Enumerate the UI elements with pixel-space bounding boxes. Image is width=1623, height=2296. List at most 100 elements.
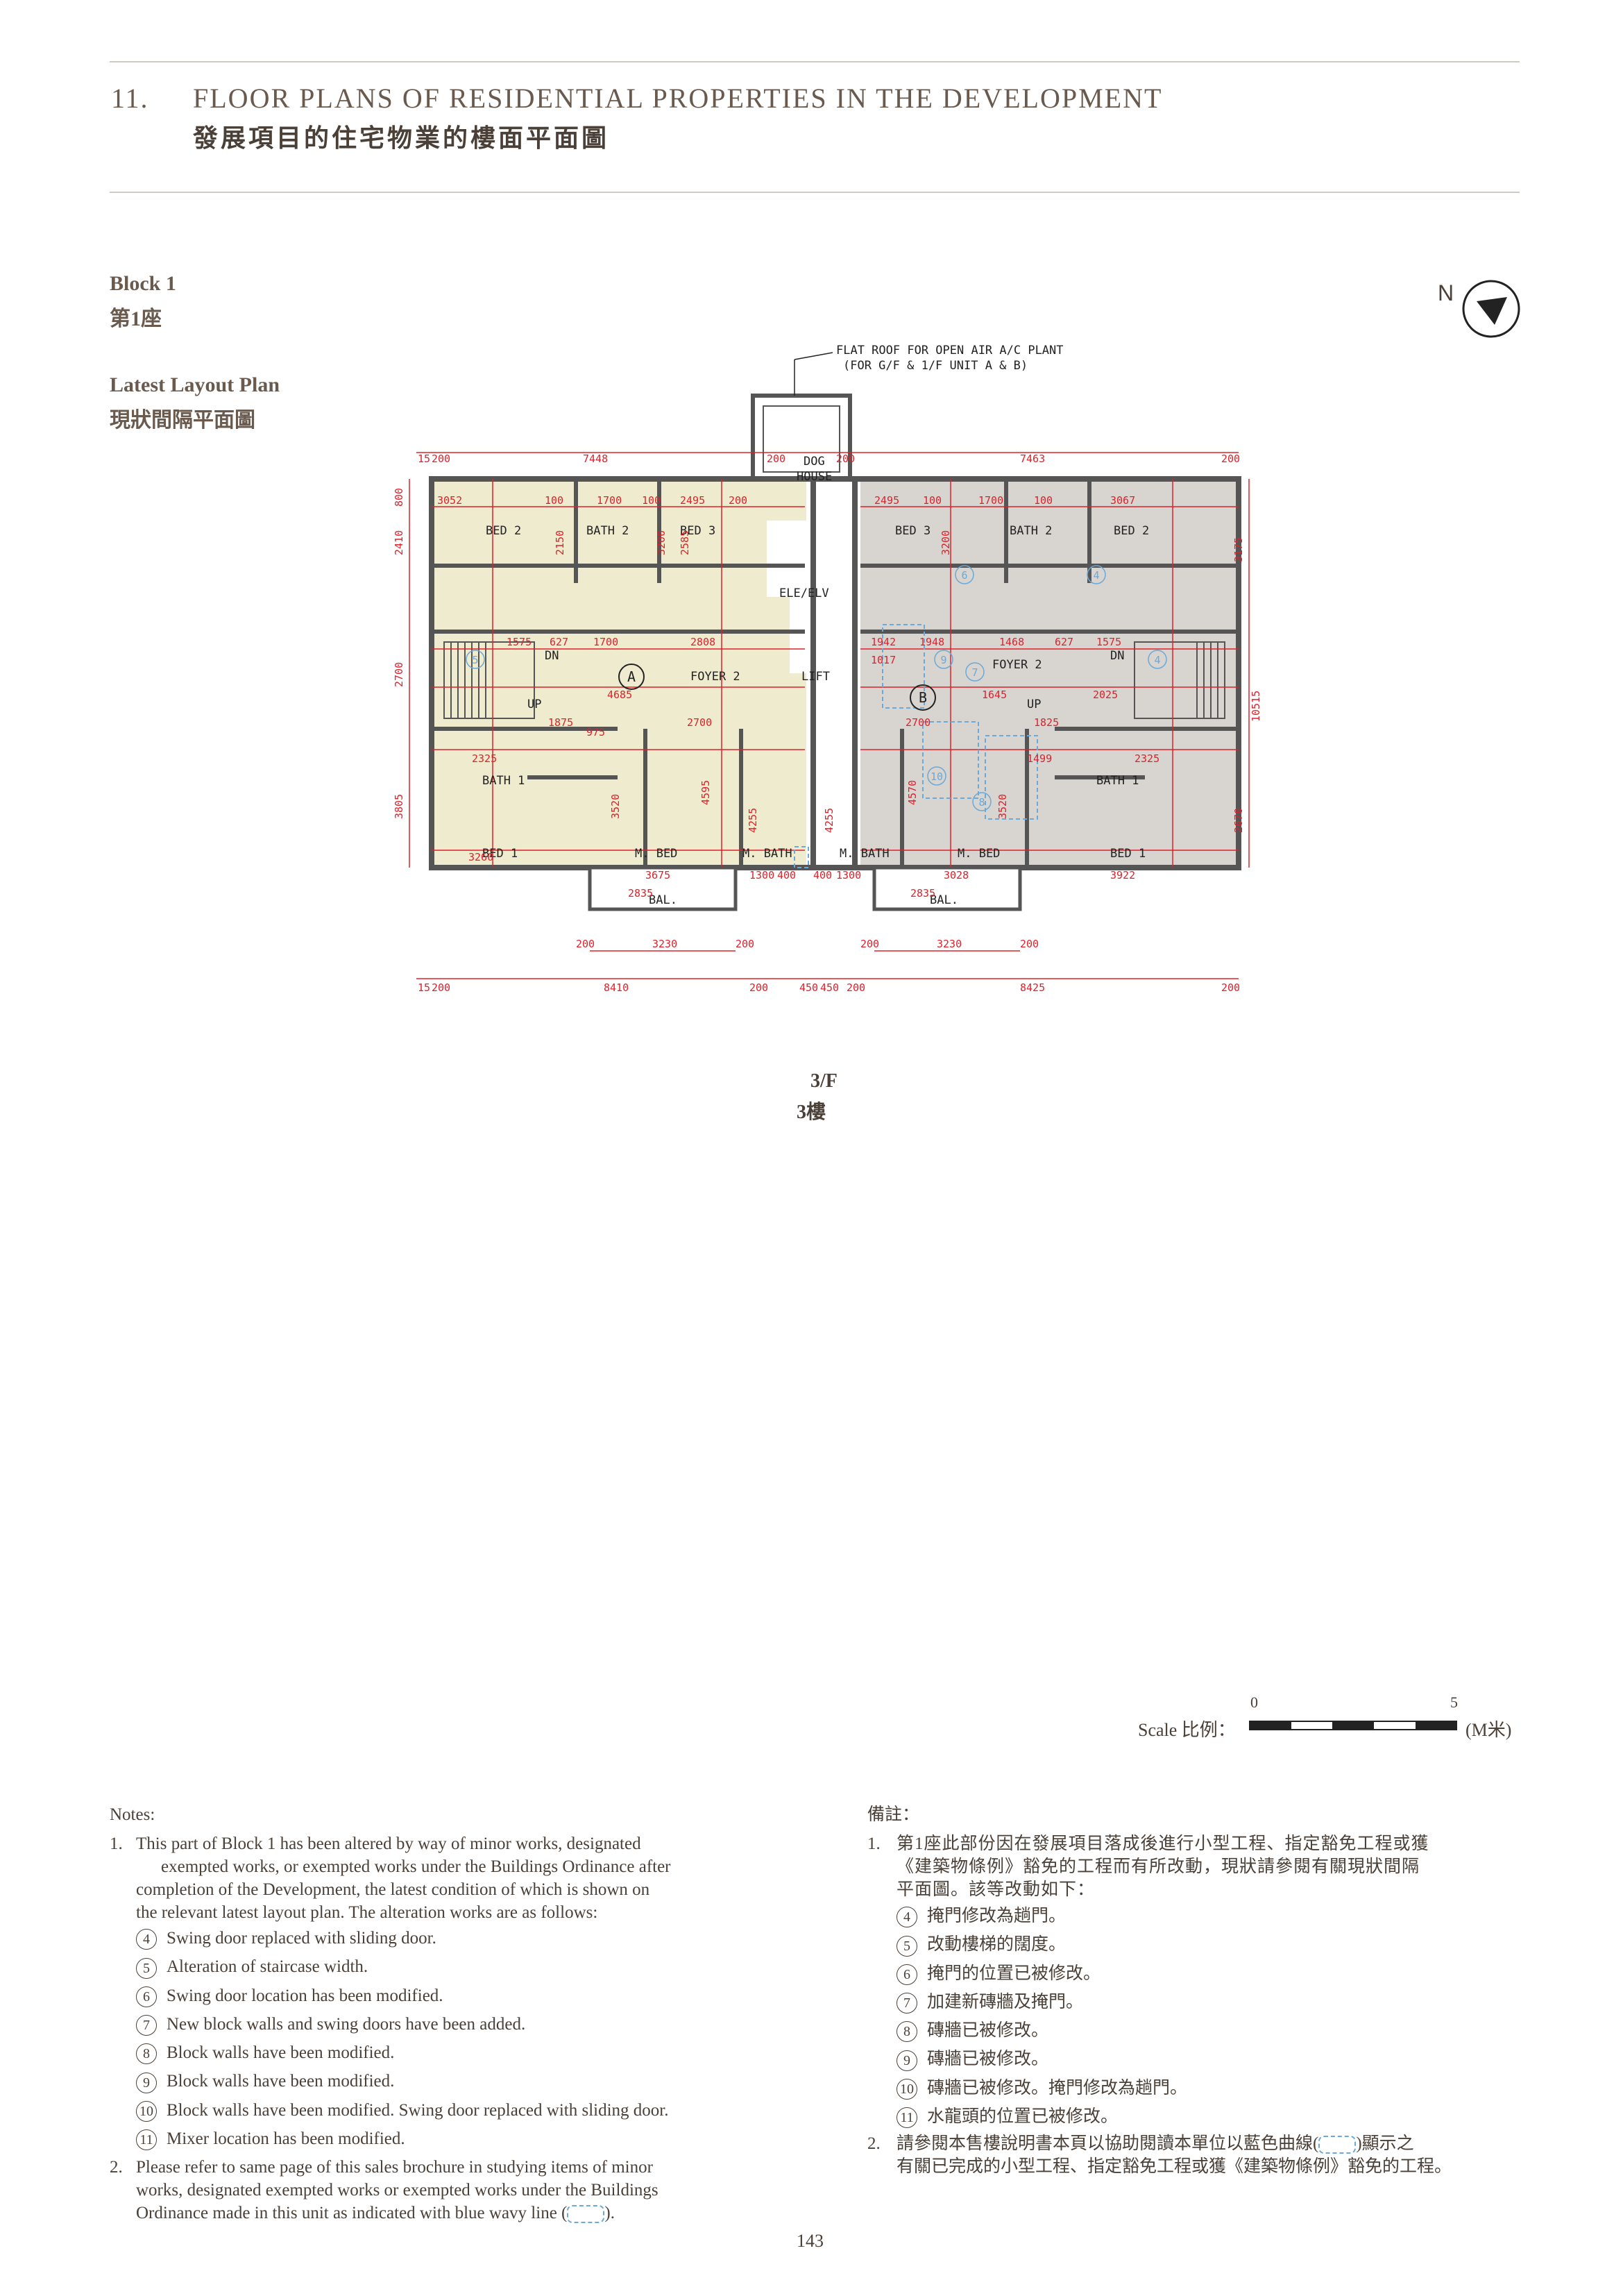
item-number: 4 [136,1929,157,1950]
dim-text: 1942 [871,636,896,648]
room-label: BAL. [930,893,958,907]
flat-roof-note-2: (FOR G/F & 1/F UNIT A & B) [843,359,1028,373]
wavy-line-icon [567,2205,605,2224]
item-number: 8 [897,2021,917,2043]
note-line: completion of the Development, the lates… [136,1880,650,1899]
dim-text: 7448 [583,453,608,465]
note-line: 請參閱本售樓說明書本頁以協助閱讀本單位以藍色曲線( [897,2134,1319,2153]
item-number: 8 [136,2043,157,2065]
dim-text: 1700 [593,636,618,648]
top-rule [110,61,1520,62]
item-number: 7 [897,1993,917,2014]
item-number: 9 [897,2050,917,2071]
dim-text: 627 [550,636,568,648]
dim-text: 7463 [1020,453,1045,465]
dim-text: 100 [1034,494,1053,507]
room-label: M. BATH [840,847,890,861]
dim-text: 2495 [874,494,899,507]
dim-text: 15 [418,981,430,994]
dim-text: 8425 [1020,981,1045,994]
room-label: BATH 2 [586,524,629,538]
dim-text: 2325 [1135,752,1159,765]
notes-title-zh: 備註： [867,1805,920,1824]
dim-text: 4685 [607,689,632,701]
dim-text: 3922 [1110,869,1135,881]
dim-text: 1948 [919,636,944,648]
revision-marker: 7 [971,666,978,679]
dim-text: 2700 [687,716,712,729]
dim-text: 3675 [645,869,670,881]
flat-roof-note-1: FLAT ROOF FOR OPEN AIR A/C PLANT [836,344,1064,357]
note-line: )顯示之 [1356,2134,1414,2153]
scale-label: Scale 比例： [1138,1720,1236,1740]
dim-text: 100 [545,494,563,507]
dim-text: 1825 [1034,716,1059,729]
dim-text: 1575 [507,636,532,648]
floor-label-zh: 3樓 [797,1101,826,1123]
room-label: BED 3 [895,524,931,538]
dim-text: 1468 [999,636,1024,648]
item-number: 6 [136,1986,157,2007]
dim-text: 200 [576,938,595,950]
revision-marker: 4 [1093,569,1099,582]
note-line: 平面圖。該等改動如下： [897,1880,1096,1899]
dim-text: 2585 [679,530,691,555]
dim-text: 2150 [554,530,566,555]
dim-text: 200 [1020,938,1039,950]
note-2-text-en: Please refer to same page of this sales … [136,2156,760,2225]
item-number: 11 [897,2107,917,2129]
dog-house-label: DOG [804,455,825,469]
dim-text: 3230 [937,938,962,950]
room-label: FOYER 2 [992,658,1042,672]
layout-title-zh: 現狀間隔平面圖 [110,409,255,432]
wavy-line-icon [1318,2136,1357,2154]
dim-text: 400 [813,869,832,881]
note-1-text-zh: 第1座此部份因在發展項目落成後進行小型工程、指定豁免工程或獲 《建築物條例》豁免… [897,1832,1521,1901]
stair-dn-label: DN [1110,649,1124,663]
room-label: BED 2 [1114,524,1149,538]
dim-text: 100 [923,494,942,507]
dim-text: 1575 [1096,636,1121,648]
stair-dn-label: DN [545,649,559,663]
dim-text: 200 [432,981,450,994]
stair-up-label: UP [527,698,541,711]
dim-text: 4255 [747,808,759,833]
dim-text: 450 [799,981,818,994]
dim-text: 200 [767,453,785,465]
dim-text: 400 [777,869,796,881]
dog-house-label-2: HOUSE [797,470,832,484]
revision-marker: 9 [940,654,946,666]
dim-text: 15 [418,453,430,465]
dim-text: 1645 [982,689,1007,701]
block-title-zh: 第1座 [110,307,162,330]
item-number: 11 [136,2129,157,2151]
dim-text: 2410 [393,530,405,555]
dim-text: 1700 [978,494,1003,507]
dim-text: 4570 [906,780,919,805]
dim-text: 200 [847,981,865,994]
dim-text: 200 [1221,981,1240,994]
item-number: 9 [136,2072,157,2093]
room-label: BATH 1 [482,774,525,788]
dim-text: 2495 [680,494,705,507]
dim-text: 2325 [472,752,497,765]
revision-marker: 6 [961,569,967,582]
revision-marker: 4 [1154,654,1160,666]
note-1-number-en: 1. [110,1834,123,1853]
revision-marker: 5 [472,654,478,666]
dim-text: 3067 [1110,494,1135,507]
north-label: N [1438,280,1454,305]
lift-label: LIFT [801,670,830,684]
scale-unit: (M米) [1465,1720,1512,1740]
dim-text: 200 [729,494,747,507]
scale-start: 0 [1250,1694,1258,1711]
dim-text: 1300 [749,869,774,881]
